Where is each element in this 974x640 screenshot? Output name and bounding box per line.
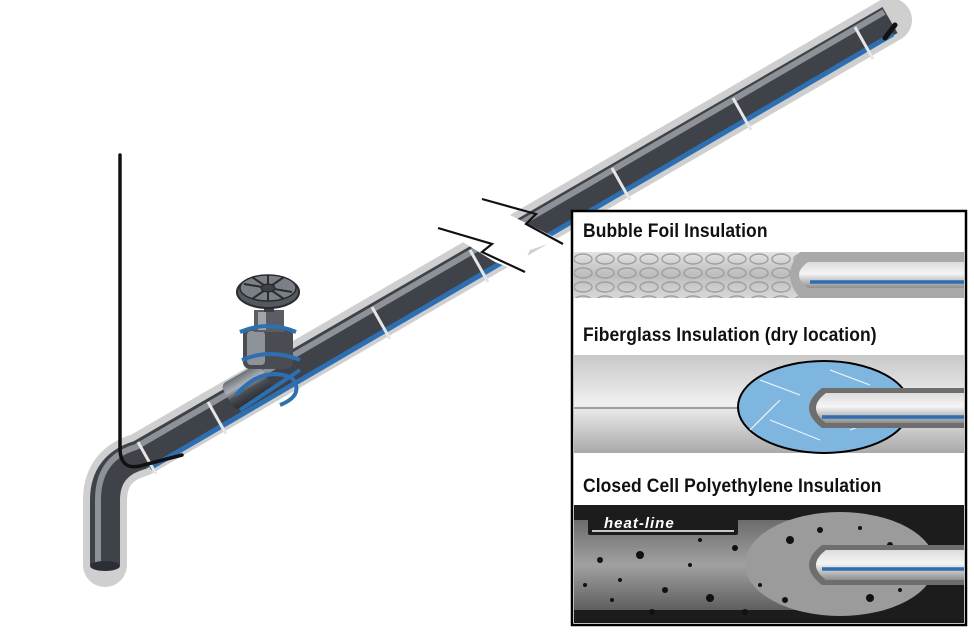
pipe-break-icon: [437, 197, 564, 273]
cable-ties: [136, 26, 875, 475]
insulation-panel: [570, 209, 968, 627]
bubble-foil-label: Bubble Foil Insulation: [583, 221, 768, 242]
bubble-foil-sample: [574, 252, 964, 298]
pipe-body: [90, 7, 898, 565]
polyethylene-sample: [574, 505, 964, 623]
valve-handwheel-icon: [222, 274, 302, 412]
cable-end: [882, 22, 898, 41]
polyethylene-label: Closed Cell Polyethylene Insulation: [583, 476, 882, 497]
power-lead-icon: [118, 153, 184, 469]
fiberglass-label: Fiberglass Insulation (dry location): [583, 325, 877, 346]
fiberglass-sample: [574, 355, 964, 454]
pipe-highlight: [95, 9, 886, 565]
brand-mark: heat-line: [604, 515, 675, 532]
pipe-end: [90, 561, 120, 571]
pipe-assembly: [83, 0, 912, 587]
